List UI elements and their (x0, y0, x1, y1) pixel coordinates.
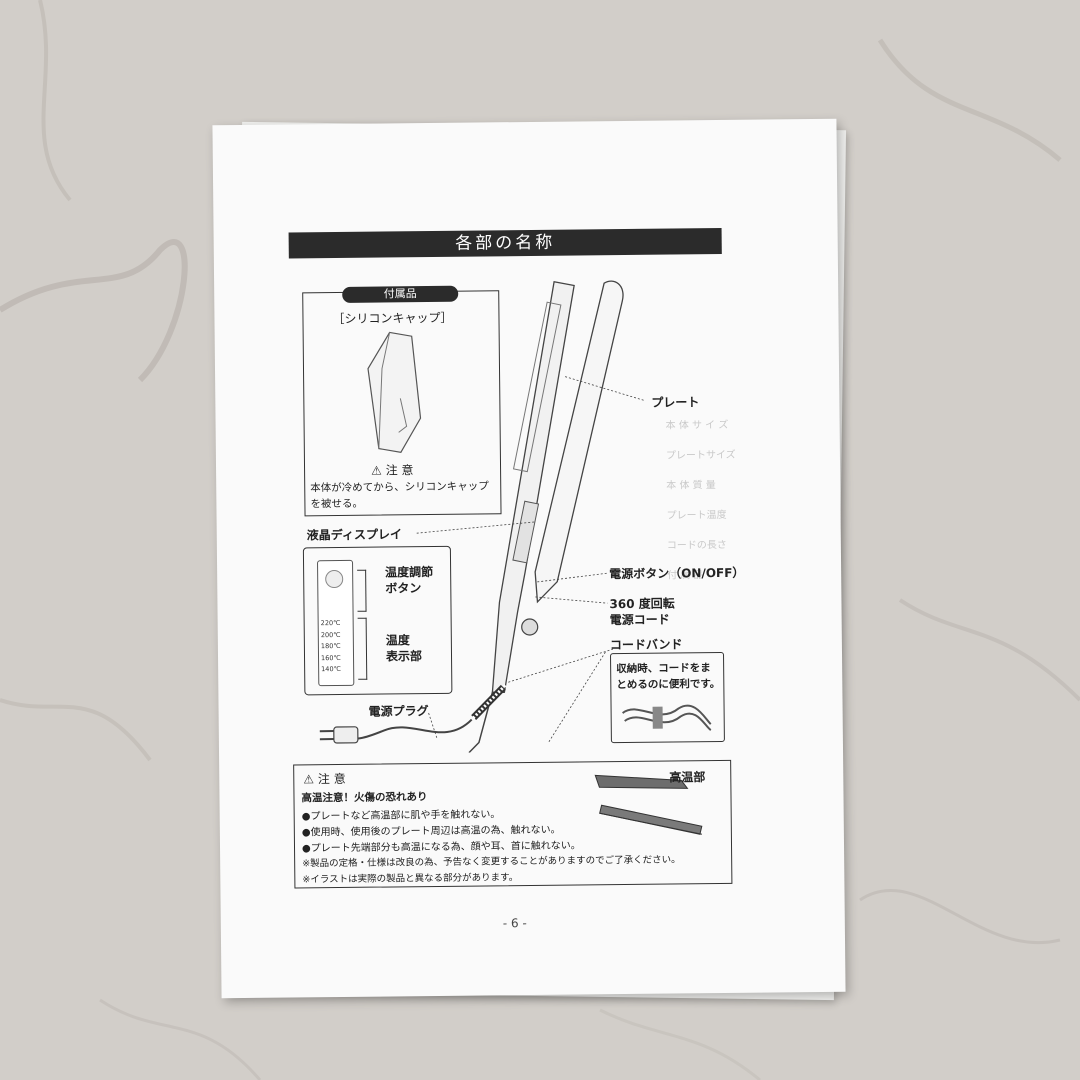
manual-page: 各部の名称 本 体 サ イ ズ プレートサイズ 本 体 質 量 プレート温度 コ… (212, 118, 846, 999)
power-button-label: 電源ボタン（ON/OFF） (609, 565, 745, 582)
high-temp-illustration (594, 774, 703, 835)
cord-band-note-1: 収納時、コードをま (616, 662, 711, 676)
caution-item: ●プレートなど高温部に肌や手を触れない。 (301, 809, 501, 823)
cord-band-illustration (622, 704, 712, 731)
cord-label-2: 電源コード (609, 612, 670, 628)
cord-label-1: 360 度回転 (609, 596, 675, 612)
caution-title: ⚠ 注 意 (303, 771, 346, 787)
caution-item: ●使用時、使用後のプレート周辺は高温の為、触れない。 (301, 824, 561, 839)
caution-item: ●プレート先端部分も高温になる為、顔や耳、首に触れない。 (301, 840, 581, 855)
plug-label: 電源プラグ (368, 704, 429, 719)
leader-lines (416, 376, 646, 743)
high-temp-label: 高温部 (669, 770, 706, 785)
cord-band-label: コードバンド (609, 637, 683, 653)
silicone-cap-illustration (367, 331, 422, 453)
plate-label: プレート (651, 395, 700, 410)
hair-straightener-illustration (468, 280, 624, 754)
cord-band-note-2: とめるのに便利です。 (616, 678, 721, 692)
page-number: - 6 - (502, 916, 527, 931)
warning-icon: ⚠ (303, 772, 315, 787)
caution-heading: 高温注意！火傷の恐れあり (301, 791, 428, 805)
caution-note: ※イラストは実際の製品と異なる部分があります。 (302, 872, 519, 886)
power-cord-illustration (319, 684, 507, 744)
plug-icon (333, 726, 359, 744)
